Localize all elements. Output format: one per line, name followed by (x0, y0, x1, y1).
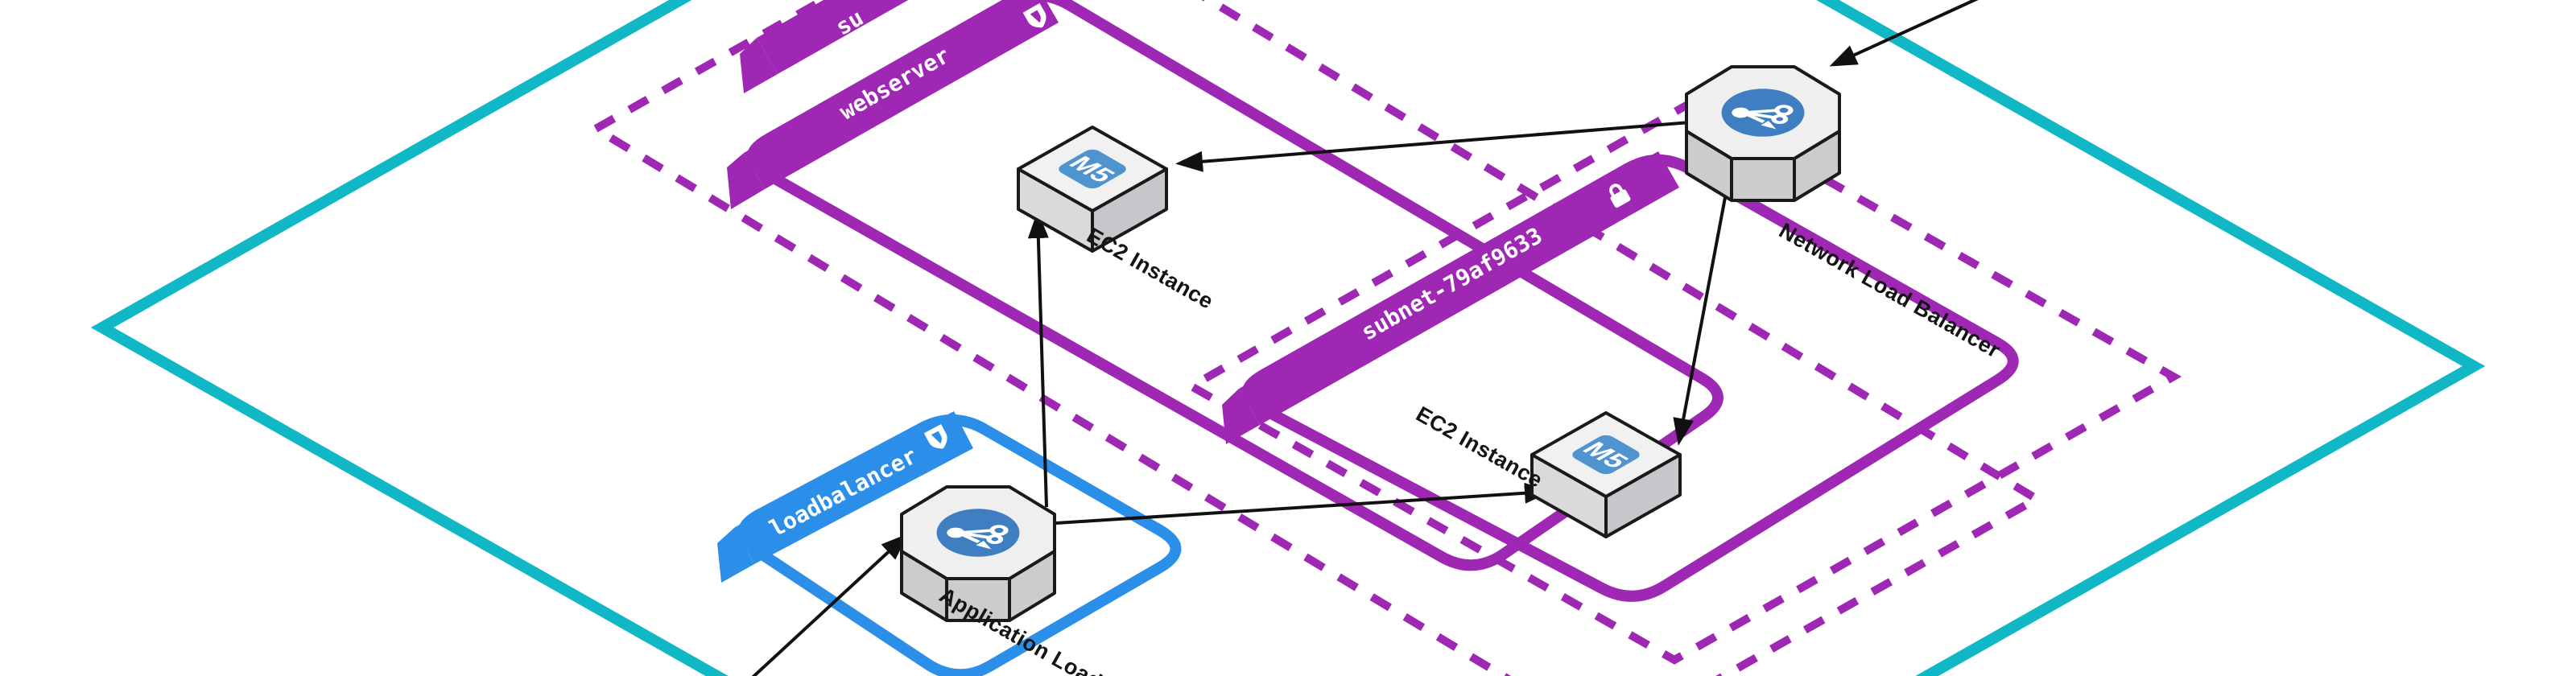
edge-alb-to-ec2-2 (1055, 482, 1552, 525)
ec2-1-label: EC2 Instance (1083, 223, 1217, 314)
nlb-label: Network Load Balancer (1775, 218, 2004, 363)
node-application-load-balancer (900, 485, 1056, 622)
edge-nlb-to-ec2-2 (1673, 192, 1728, 446)
loadbalancer-banner-label: loadbalancer (765, 443, 921, 542)
subnet-right-border (1183, 98, 2182, 665)
webserver-group-border (746, 0, 1724, 571)
webserver-banner-fold (727, 153, 765, 209)
subnet-top-banner-fold (740, 38, 778, 93)
loadbalancer-banner (735, 411, 973, 564)
connections (751, 0, 1979, 676)
edge-alb-to-ec2-1 (1027, 211, 1049, 508)
edge-nlb-to-ec2-1 (1175, 121, 1691, 172)
subnet-top-boundary: su (588, 0, 2045, 676)
loadbalancer-banner-fold (717, 527, 754, 583)
subnet-79af9633-banner-fold (1222, 389, 1260, 444)
node-network-load-balancer (1685, 65, 1841, 202)
subnet-79af9633-banner (1239, 151, 1679, 425)
edge-external-to-nlb (1829, 0, 1979, 67)
load-balancer-icon (936, 509, 1020, 557)
edge-external-to-alb (751, 533, 909, 676)
webserver-banner (744, 0, 1059, 189)
subnet-right-boundary (1183, 98, 2182, 665)
lock-icon (1609, 183, 1631, 208)
load-balancer-icon (1721, 89, 1805, 137)
vpc-border (90, 0, 2486, 676)
subnet-top-border (588, 0, 2045, 676)
subnet-top-banner (757, 0, 909, 74)
vpc-boundary (90, 0, 2486, 676)
ec2-2-label: EC2 Instance (1412, 402, 1546, 493)
shield-icon (1022, 2, 1046, 28)
security-group-webserver: webserver (727, 0, 1724, 571)
shield-icon (923, 424, 947, 449)
node-ec2-instance-2: M5 (1530, 411, 1682, 538)
node-ec2-instance-1: M5 (1017, 126, 1168, 253)
